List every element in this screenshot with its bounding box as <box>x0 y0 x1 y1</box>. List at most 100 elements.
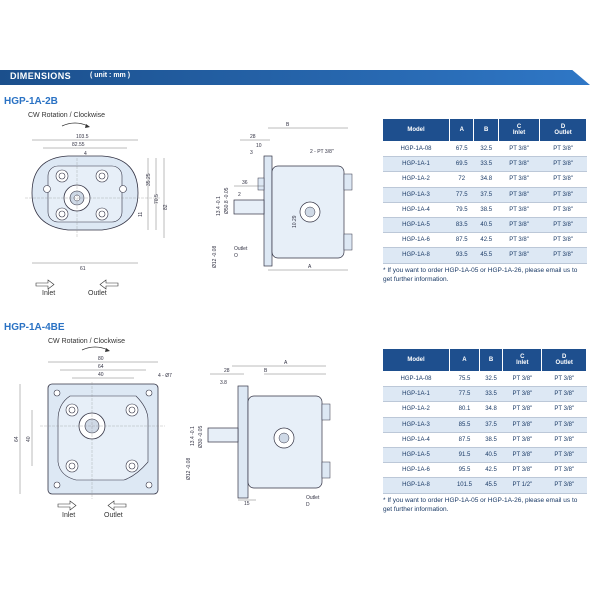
cell-b: 38.5 <box>479 432 503 448</box>
cell-a: 95.5 <box>449 462 480 479</box>
cell-c: PT 3/8" <box>502 462 542 479</box>
cell-a: 77.5 <box>449 187 474 203</box>
mount-hole-icon <box>145 389 153 397</box>
cell-c: PT 3/8" <box>498 141 540 158</box>
side-dim-11: 10.29 <box>292 215 298 228</box>
side2-dim-4: A <box>284 360 288 366</box>
cell-a: 67.5 <box>449 141 474 158</box>
rotation-arrowhead-icon <box>85 124 90 128</box>
cell-a: 93.5 <box>449 247 474 264</box>
side-dim-6: 36 <box>242 180 248 186</box>
cell-a: 75.5 <box>449 371 480 388</box>
cell-b: 34.8 <box>479 401 503 418</box>
cell-d: PT 3/8" <box>539 141 587 158</box>
side-dim-14: A <box>308 264 312 270</box>
section1-model-title: HGP-1A-2B <box>4 96 58 107</box>
cell-c: PT 3/8" <box>498 232 540 249</box>
cell-c: PT 3/8" <box>502 386 542 403</box>
side-dim-2: 10 <box>256 143 262 149</box>
cell-b: 45.5 <box>473 247 499 264</box>
mount-hole-left-icon <box>43 185 51 193</box>
side-dim-4: B <box>286 122 290 128</box>
side-dim-1: 28 <box>250 134 256 140</box>
cell-b: 32.5 <box>473 141 499 158</box>
col-header-c-inlet: C Inlet <box>497 118 541 142</box>
cell-model: HGP-1A-1 <box>382 156 450 173</box>
cell-c: PT 3/8" <box>502 447 542 464</box>
cell-c: PT 3/8" <box>502 417 542 433</box>
col-header-b: B <box>473 118 499 142</box>
section1-order-note: * If you want to order HGP-1A-05 or HGP-… <box>383 267 578 283</box>
banner-unit: ( unit : mm ) <box>90 72 131 79</box>
section1-inlet-label: Inlet <box>42 290 56 297</box>
rotation-arrowhead-icon <box>105 348 110 352</box>
inlet-arrow-icon <box>35 279 55 290</box>
side-dim-3: 3 <box>250 150 253 156</box>
front-dim-7: 11 <box>138 212 144 217</box>
section1-front-view: 103.5 82.55 4 35.25 70.5 82 11 61 <box>25 122 169 290</box>
section2-model-title: HGP-1A-4BE <box>4 322 65 333</box>
side-dim-13: O <box>234 253 238 259</box>
side2-dim-6: 13.4 -0.1 <box>190 426 196 446</box>
cell-model: HGP-1A-08 <box>382 371 450 388</box>
cell-c: PT 3/8" <box>502 401 542 418</box>
cell-d: PT 3/8" <box>539 217 587 234</box>
cell-c: PT 3/8" <box>498 247 540 264</box>
side-dim-10: Ø12 -0.08 <box>212 246 218 268</box>
col-header-d-outlet: D Outlet <box>541 348 587 372</box>
inlet-arrow-icon <box>57 500 77 511</box>
cell-d: PT 3/8" <box>539 232 587 249</box>
cell-model: HGP-1A-8 <box>382 247 450 264</box>
cell-c: PT 1/2" <box>502 477 542 494</box>
side2-dim-9: Outlet <box>306 495 320 501</box>
rotation-arrow-icon <box>61 122 89 127</box>
cell-b: 33.5 <box>479 386 503 403</box>
side-dim-8: Ø50.8 -0.05 <box>224 187 230 214</box>
cell-model: HGP-1A-2 <box>382 171 450 188</box>
cell-d: PT 3/8" <box>539 156 587 173</box>
cell-b: 34.8 <box>473 171 499 188</box>
cell-a: 87.5 <box>449 232 474 249</box>
side2-dim-3: B <box>264 368 268 374</box>
cell-a: 80.1 <box>449 401 480 418</box>
cell-d: PT 3/8" <box>539 247 587 264</box>
side-dim-12: Outlet <box>234 246 248 252</box>
side2-dim-7: Ø12 -0.08 <box>186 458 192 480</box>
cell-c: PT 3/8" <box>498 202 540 218</box>
side-flange-outline <box>237 385 249 499</box>
section1-side-view: B 28 10 3 2 - PT 3/8" 36 2 Ø50.8 -0.05 1… <box>212 122 353 271</box>
side2-dim-1: 28 <box>224 368 230 374</box>
front-dim-1: 103.5 <box>76 134 89 140</box>
cell-d: PT 3/8" <box>541 432 587 448</box>
cell-b: 33.5 <box>473 156 499 173</box>
cell-b: 42.5 <box>479 462 503 479</box>
section1-outlet-label: Outlet <box>88 290 107 297</box>
cell-a: 69.5 <box>449 156 474 173</box>
col-header-a: A <box>449 348 480 372</box>
cell-d: PT 3/8" <box>539 202 587 218</box>
cell-c: PT 3/8" <box>502 432 542 448</box>
cell-b: 40.5 <box>473 217 499 234</box>
cell-b: 37.5 <box>473 187 499 203</box>
col-header-model: Model <box>382 348 450 372</box>
front2-dim-3: 40 <box>98 372 104 378</box>
cell-model: HGP-1A-5 <box>382 217 450 234</box>
side-dim-5: 2 - PT 3/8" <box>310 149 334 155</box>
front-dim-8: 61 <box>80 266 86 272</box>
front2-dim-1: 80 <box>98 356 104 362</box>
cell-d: PT 3/8" <box>539 187 587 203</box>
cell-a: 83.5 <box>449 217 474 234</box>
cell-model: HGP-1A-6 <box>382 462 450 479</box>
cell-model: HGP-1A-5 <box>382 447 450 464</box>
